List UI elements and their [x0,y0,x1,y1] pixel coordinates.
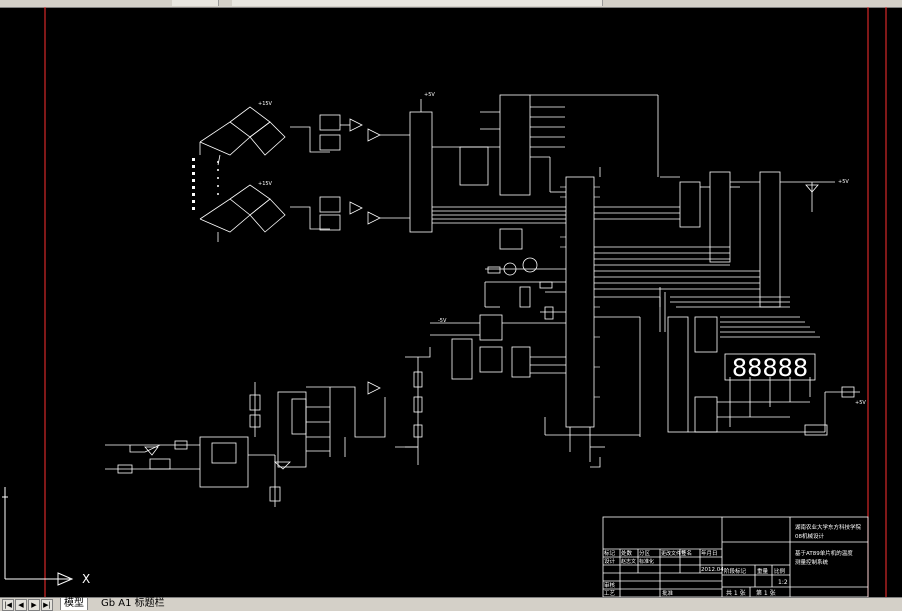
toolbar-button[interactable] [172,0,219,6]
toolbar-field[interactable] [232,0,603,6]
power-label-plus15-top: +15V [258,101,273,107]
title-block-date: 2012.04 [701,567,724,573]
title-block-design-label: 设计 [604,557,616,565]
ucs-x-label: X [82,572,90,586]
drawing-canvas[interactable]: 88888 +5V +5V +5V -5V +15V +15V [0,7,902,598]
layout-tab-bar: |◀ ◀ ▶ ▶| 模型 Gb A1 标题栏 [0,597,902,611]
title-block-designer: 赵志文 [621,558,636,565]
title-block-header-marks: 标记 [604,549,616,557]
title-block-weight-label: 重量 [757,567,769,575]
title-block-header-zone: 分区 [639,549,651,557]
power-label-plus5-display: +5V [855,400,866,406]
drawing-border [44,7,887,597]
window-titlebar [0,0,902,8]
title-block-scale: 1:2 [778,579,788,586]
title-block-header-doc: 更改文件号 [661,550,686,557]
display-digits: 88888 [732,354,808,382]
next-tab-button[interactable]: ▶ [28,599,40,611]
title-block-major: 08机械设计 [795,532,824,540]
title-block-drawing-name-2: 测量控制系统 [795,558,829,566]
power-label-plus5-right: +5V [838,179,849,185]
power-label-plus5-adc: +5V [424,92,435,98]
last-tab-button[interactable]: ▶| [41,599,53,611]
title-block: 湖南农业大学东方科技学院 08机械设计 基于AT89单片机的温度 测量控制系统 … [602,516,869,598]
title-block-header-date: 年月日 [701,549,718,557]
title-block-review-label: 审核 [604,581,616,589]
title-block-approve-label: 批准 [662,589,674,597]
title-block-header-count: 处数 [621,549,633,557]
title-block-stage-label: 阶段标记 [724,567,747,575]
ucs-icon [2,487,74,586]
schematic-drawing: 88888 +5V +5V +5V -5V +15V +15V [2,7,887,598]
tab-model[interactable]: 模型 [60,598,88,610]
power-label-plus15-bottom: +15V [258,181,273,187]
power-label-minus5: -5V [438,318,447,324]
title-block-scale-label: 比例 [774,567,786,575]
schematic-wiring [105,94,860,507]
prev-tab-button[interactable]: ◀ [15,599,27,611]
title-block-standardize-label: 标准化 [639,558,654,565]
tab-layout-a1[interactable]: Gb A1 标题栏 [101,598,165,609]
title-block-sheet-no: 第 1 张 [756,589,776,597]
title-block-drawing-name-1: 基于AT89单片机的温度 [795,549,853,557]
title-block-school: 湖南农业大学东方科技学院 [795,523,862,531]
title-block-sheets-total: 共 1 张 [726,589,746,597]
seven-segment-display: 88888 [724,353,816,382]
title-block-craft-label: 工艺 [604,590,616,597]
first-tab-button[interactable]: |◀ [2,599,14,611]
title-block-header-sign: 签名 [681,549,692,557]
